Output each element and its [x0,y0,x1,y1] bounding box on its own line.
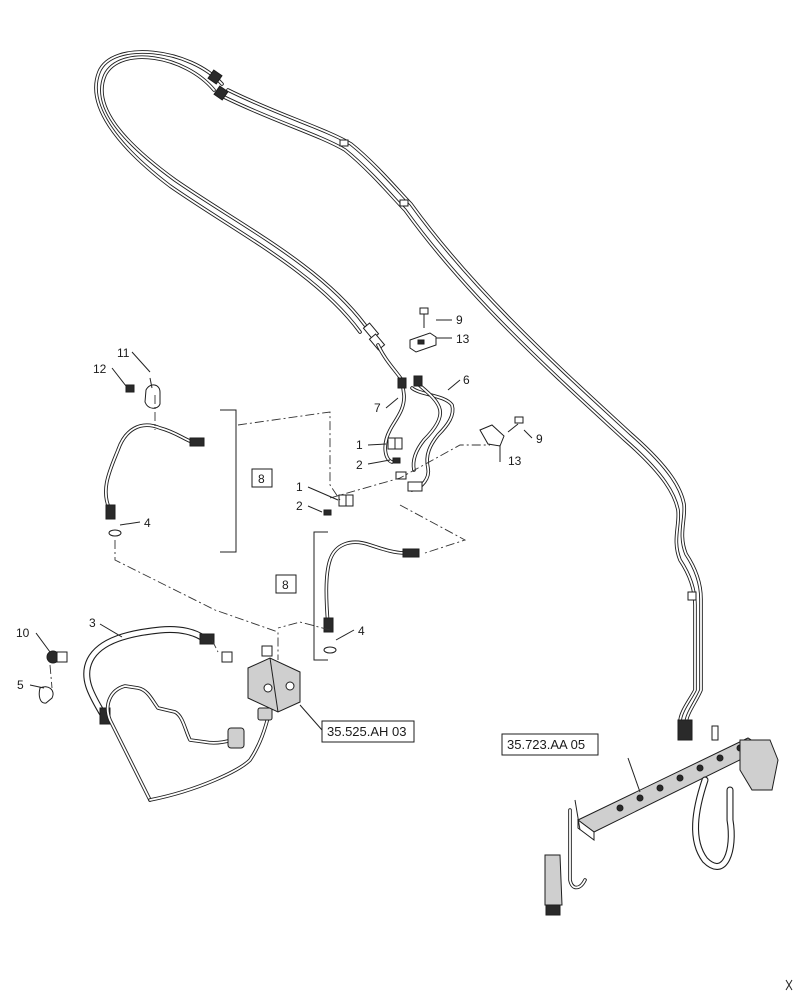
corner-mark [785,979,793,991]
callout-3: 3 [89,616,96,630]
tube-7 [376,343,407,464]
lower-tube-assembly [105,684,273,802]
tube-6 [395,375,455,492]
fitting-10 [46,650,68,664]
callout-box-8-upper [251,468,273,488]
bolt-lower [507,416,524,433]
callout-7: 7 [374,401,381,415]
hose-3 [83,626,215,725]
callout-4-upper: 4 [144,516,151,530]
hose-8-lower [323,540,420,633]
main-tube-loop [94,50,703,726]
clamp-bracket-lower [479,424,505,447]
p-clamp [144,377,161,409]
callout-6: 6 [463,373,470,387]
reference-box-header[interactable]: 35.723.AA 05 [501,733,599,756]
clamp-block-upper [387,437,403,450]
callout-1-lower: 1 [296,480,303,494]
callout-13-lower: 13 [508,454,522,468]
hose-8-upper [104,423,205,520]
nut-lower [323,509,332,516]
bracket-8-upper [220,409,237,553]
callout-2-lower: 2 [296,499,303,513]
callout-9-lower: 9 [536,432,543,446]
clip-5 [38,686,54,704]
valve-block [221,645,301,713]
callout-1-upper: 1 [356,438,363,452]
callout-11: 11 [117,346,130,360]
clamp-block-lower [338,494,354,507]
callout-5: 5 [17,678,24,692]
callout-4-lower: 4 [358,624,365,638]
bolt-upper [419,307,429,328]
callout-10: 10 [16,626,30,640]
connection-lines [49,395,490,689]
reference-header-text: 35.723.AA 05 [507,737,585,752]
nut-upper [392,457,401,464]
callout-8-upper: 8 [258,472,265,486]
callout-9-upper: 9 [456,313,463,327]
seal-ring-upper [108,529,122,537]
callout-8-lower: 8 [282,578,289,592]
callout-12: 12 [93,362,107,376]
callout-box-8-lower [275,574,297,594]
reference-valve-text: 35.525.AH 03 [327,724,407,739]
callout-labels: 9 13 6 7 1 2 1 2 9 13 11 12 4 4 3 10 5 8… [16,313,543,692]
leader-lines [29,319,641,793]
clamp-bracket-upper [409,332,437,353]
seal-ring-lower [323,646,337,654]
callout-2-upper: 2 [356,458,363,472]
bracket-8-lower [313,531,328,661]
callout-13-upper: 13 [456,332,470,346]
screw-12 [125,384,135,393]
manifold-header [544,719,779,916]
reference-box-valve[interactable]: 35.525.AH 03 [321,720,415,743]
